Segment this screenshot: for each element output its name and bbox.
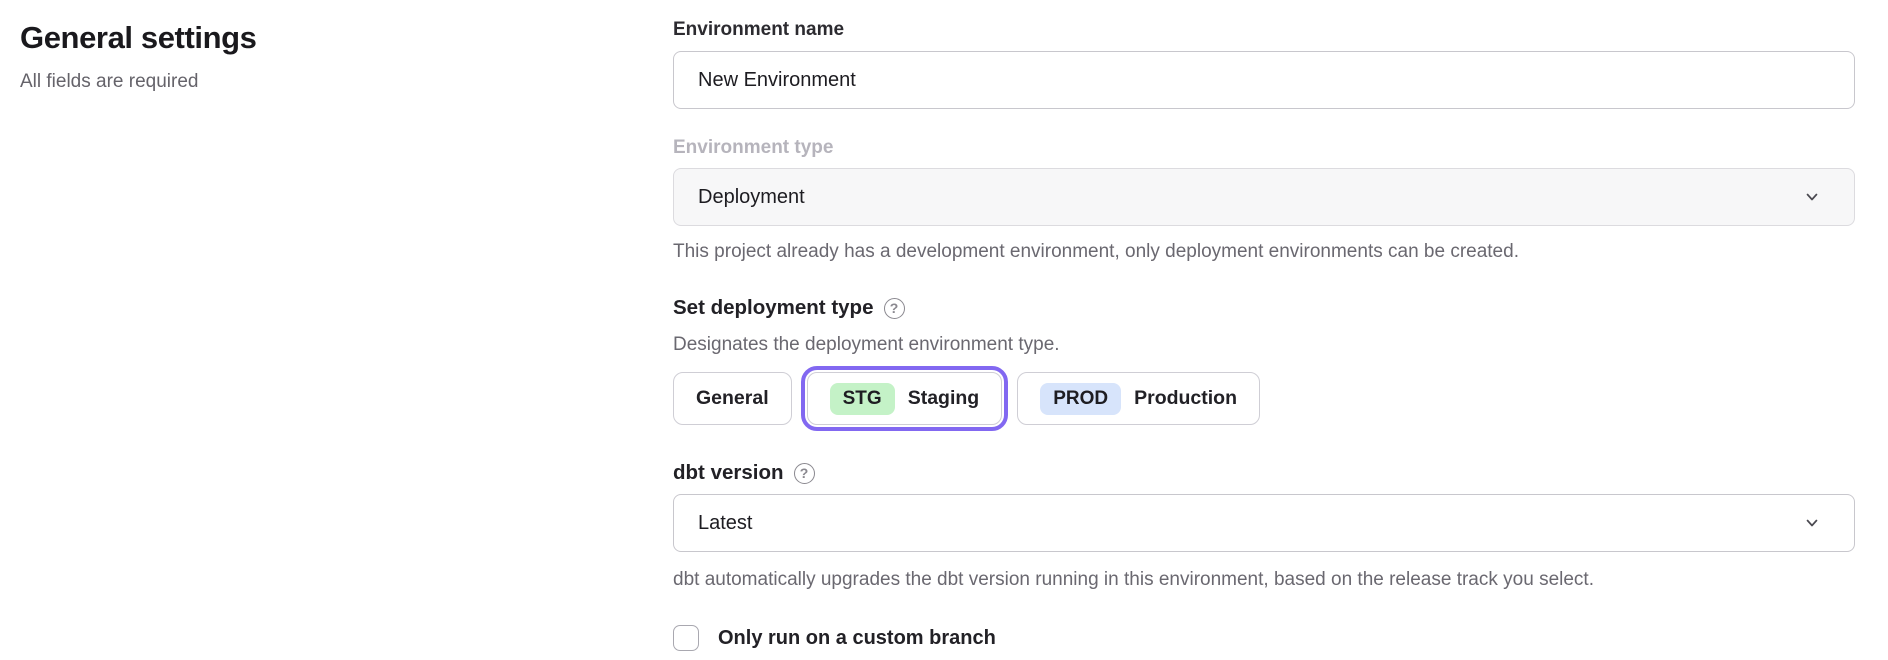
chevron-down-icon xyxy=(1802,187,1822,207)
environment-name-input[interactable] xyxy=(673,51,1855,109)
deployment-type-production-button[interactable]: PROD Production xyxy=(1017,372,1261,425)
help-icon[interactable]: ? xyxy=(793,462,815,484)
deployment-type-general-label: General xyxy=(696,387,769,409)
settings-summary-pane: General settings All fields are required xyxy=(0,0,673,660)
deployment-type-production-label: Production xyxy=(1134,387,1238,409)
deployment-type-staging-button[interactable]: STG Staging xyxy=(800,366,1009,431)
stg-badge: STG xyxy=(829,382,895,415)
dbt-version-helper: dbt automatically upgrades the dbt versi… xyxy=(673,569,1594,590)
deployment-type-description: Designates the deployment environment ty… xyxy=(673,334,1060,355)
custom-branch-label[interactable]: Only run on a custom branch xyxy=(718,626,996,649)
environment-name-label: Environment name xyxy=(673,19,845,40)
help-icon[interactable]: ? xyxy=(883,297,905,319)
deployment-type-button-group: General STG Staging PROD Production xyxy=(673,366,1855,431)
environment-type-value: Deployment xyxy=(698,185,805,208)
dbt-version-heading: dbt version xyxy=(673,461,784,484)
dbt-version-value: Latest xyxy=(698,511,753,534)
environment-type-helper: This project already has a development e… xyxy=(673,241,1519,262)
page-title: General settings xyxy=(20,20,257,55)
general-settings-form: Environment name Environment type Deploy… xyxy=(673,0,1888,660)
deployment-type-heading: Set deployment type xyxy=(673,296,874,319)
chevron-down-icon xyxy=(1802,513,1822,533)
dbt-version-select[interactable]: Latest xyxy=(673,494,1855,552)
environment-type-select: Deployment xyxy=(673,168,1855,226)
prod-badge: PROD xyxy=(1040,382,1122,415)
deployment-type-general-button[interactable]: General xyxy=(673,372,792,425)
custom-branch-checkbox[interactable] xyxy=(673,625,699,651)
deployment-type-staging-label: Staging xyxy=(907,387,980,409)
environment-type-label: Environment type xyxy=(673,137,834,158)
page-subtitle: All fields are required xyxy=(20,71,199,92)
